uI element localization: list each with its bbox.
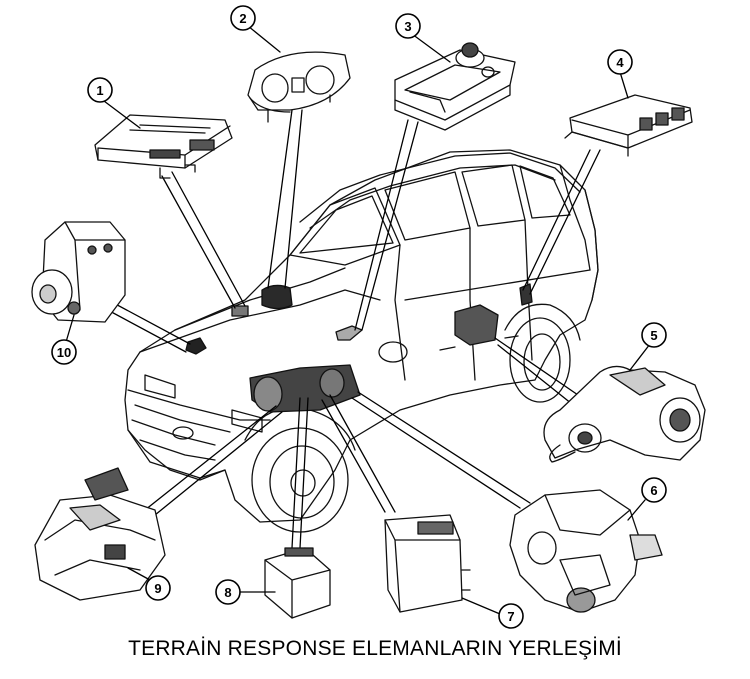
callout-7: 7 xyxy=(461,597,524,629)
component-9-valve-block xyxy=(34,467,166,601)
leader-lines xyxy=(103,109,601,549)
diagram-caption: TERRAİN RESPONSE ELEMANLARIN YERLEŞİMİ xyxy=(128,637,622,660)
component-7-ecu xyxy=(384,514,471,613)
component-2-instrument-cluster xyxy=(247,51,351,123)
callout-2: 2 xyxy=(230,5,281,53)
callout-6-number: 6 xyxy=(650,483,657,498)
callout-7-number: 7 xyxy=(507,609,514,624)
component-6-transfer-box xyxy=(509,489,663,613)
callout-2-number: 2 xyxy=(239,11,246,26)
component-1-control-module xyxy=(94,114,233,179)
callout-9: 9 xyxy=(127,567,171,601)
component-5-rear-differential xyxy=(543,365,706,463)
callout-10: 10 xyxy=(51,314,77,365)
callout-5-number: 5 xyxy=(650,328,657,343)
callout-9-number: 9 xyxy=(154,581,161,596)
callout-3-number: 3 xyxy=(404,19,411,34)
callout-10-number: 10 xyxy=(57,345,71,360)
callout-8: 8 xyxy=(215,579,276,605)
callout-4: 4 xyxy=(607,49,633,99)
callout-4-number: 4 xyxy=(616,55,624,70)
callout-3: 3 xyxy=(395,13,451,63)
component-3-switch-panel xyxy=(394,42,516,131)
component-8-module xyxy=(264,547,331,619)
component-4-control-module xyxy=(564,94,693,157)
component-10-abs-modulator xyxy=(31,221,126,323)
callout-5: 5 xyxy=(629,322,667,371)
callout-8-number: 8 xyxy=(224,585,231,600)
callout-1-number: 1 xyxy=(96,83,103,98)
callout-1: 1 xyxy=(87,77,141,129)
callout-6: 6 xyxy=(627,477,667,521)
